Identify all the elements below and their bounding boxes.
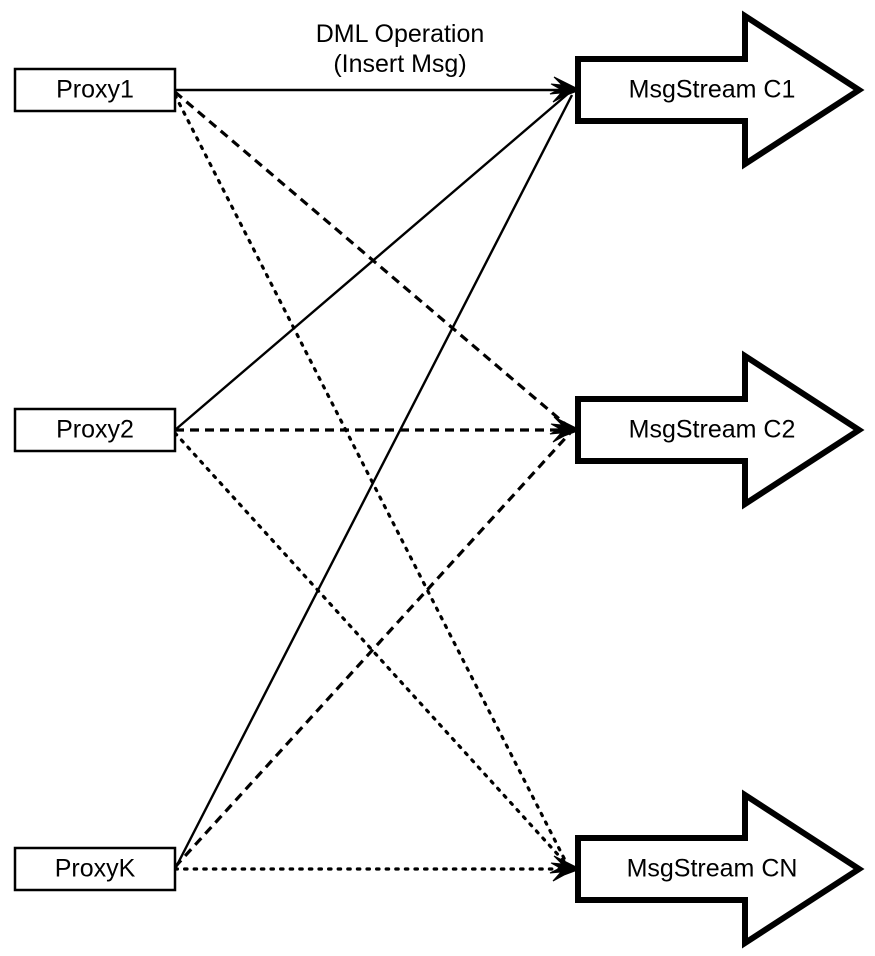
stream-stream_cn: MsgStream CN (575, 789, 865, 949)
edge-caption: DML Operation (Insert Msg) (316, 20, 485, 78)
arrowhead-shape (549, 855, 582, 882)
proxy-box (13, 67, 177, 113)
edge-proxy2-to-cn (173, 431, 572, 870)
proxy-node-proxyK: ProxyK (13, 846, 177, 892)
arrowhead-shape (549, 416, 582, 443)
stream-stream_c2: MsgStream C2 (575, 350, 865, 510)
arrowhead-shape (549, 76, 582, 103)
proxy-label: ProxyK (55, 855, 136, 883)
stream-label: MsgStream C1 (629, 76, 796, 104)
edges-layer (173, 88, 574, 871)
arrowhead-head-cn (549, 855, 582, 882)
streams-layer: MsgStream C1 MsgStream C2 MsgStream CN (575, 10, 865, 949)
arrowhead-head-c1 (549, 76, 582, 103)
stream-arrow-shape (575, 10, 865, 170)
proxy-node-proxy1: Proxy1 (13, 67, 177, 113)
stream-label: MsgStream CN (627, 855, 798, 883)
proxy-box (13, 846, 177, 892)
proxy-label: Proxy2 (56, 416, 134, 444)
arrowhead-head-c2 (549, 416, 582, 443)
proxy-label: Proxy1 (56, 76, 134, 104)
proxy-box (13, 407, 177, 453)
edge-caption-line-2: (Insert Msg) (333, 50, 466, 78)
edge-proxyK-to-c2 (173, 431, 572, 869)
edge-proxy1-to-c2 (173, 90, 572, 430)
stream-label: MsgStream C2 (629, 416, 796, 444)
proxy-node-proxy2: Proxy2 (13, 407, 177, 453)
stream-arrow-shape (575, 350, 865, 510)
arrowheads-layer (549, 76, 582, 882)
edge-caption-line-1: DML Operation (316, 20, 485, 48)
stream-stream_c1: MsgStream C1 (575, 10, 865, 170)
edge-proxy1-to-cn (173, 93, 570, 868)
stream-arrow-shape (575, 789, 865, 949)
